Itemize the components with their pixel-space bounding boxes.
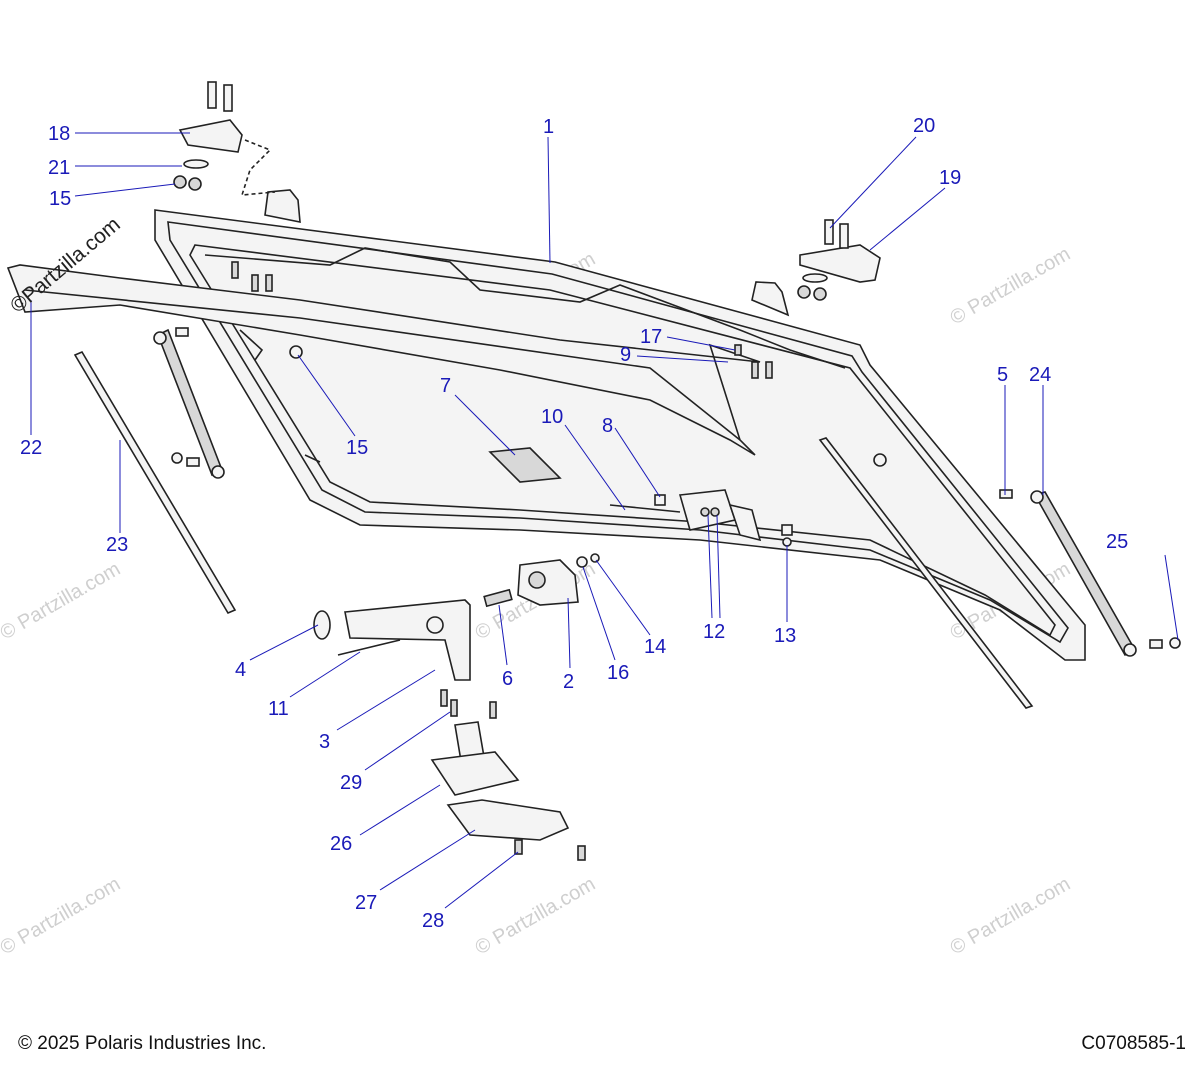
callout-27: 27 <box>355 892 377 914</box>
leader-lines <box>30 132 1179 909</box>
frame-bolts <box>231 261 887 467</box>
misc-fasteners <box>171 327 1181 649</box>
drawing-number: C0708585-1 <box>1081 1033 1186 1054</box>
watermark: © Partzilla.com <box>947 873 1075 959</box>
callout-19: 19 <box>939 167 961 189</box>
gas-strut-right-part <box>1030 490 1137 657</box>
callout-25: 25 <box>1106 531 1128 553</box>
handle-assembly-part <box>313 553 600 681</box>
striker-mount-part <box>430 689 586 861</box>
callout-5: 5 <box>997 364 1008 386</box>
callout-21: 21 <box>48 157 70 179</box>
callout-6: 6 <box>502 668 513 690</box>
callout-numbers: 1 2 3 4 5 6 7 8 9 10 11 12 13 14 15 15 1… <box>20 115 1128 932</box>
callout-11: 11 <box>268 698 289 720</box>
callout-8: 8 <box>602 415 613 437</box>
watermark: © Partzilla.com <box>947 243 1075 329</box>
rail-part <box>6 264 761 456</box>
callout-9: 9 <box>620 344 631 366</box>
callout-18: 18 <box>48 123 70 145</box>
callout-1: 1 <box>543 116 554 138</box>
callout-4: 4 <box>235 659 246 681</box>
callout-22: 22 <box>20 437 42 459</box>
callout-29: 29 <box>340 772 362 794</box>
latch-assembly-part <box>609 489 793 547</box>
callout-23: 23 <box>106 534 128 556</box>
callout-14: 14 <box>644 636 666 658</box>
callout-17: 17 <box>640 326 662 348</box>
watermark: © Partzilla.com <box>0 873 124 959</box>
callout-10: 10 <box>541 406 563 428</box>
callout-26: 26 <box>330 833 352 855</box>
callout-13: 13 <box>774 625 796 647</box>
callout-15-left: 15 <box>49 188 71 210</box>
gas-strut-left-part <box>153 328 225 479</box>
callout-12: 12 <box>703 621 725 643</box>
callout-20: 20 <box>913 115 935 137</box>
callout-16: 16 <box>607 662 629 684</box>
frame-hinge-tabs <box>264 189 790 317</box>
copyright-text: © 2025 Polaris Industries Inc. <box>18 1033 267 1054</box>
callout-15-center: 15 <box>346 437 368 459</box>
watermark: © Partzilla.com <box>472 873 600 959</box>
watermark: © Partzilla.com <box>0 558 124 644</box>
callout-3: 3 <box>319 731 330 753</box>
hinge-bracket-right-part <box>797 219 881 301</box>
seal-strip-part <box>73 350 1034 709</box>
hinge-bracket-left-part <box>173 81 276 196</box>
callout-7: 7 <box>440 375 451 397</box>
label-pad-part <box>488 447 562 483</box>
callout-24: 24 <box>1029 364 1051 386</box>
callout-28: 28 <box>422 910 444 932</box>
callout-2: 2 <box>563 671 574 693</box>
